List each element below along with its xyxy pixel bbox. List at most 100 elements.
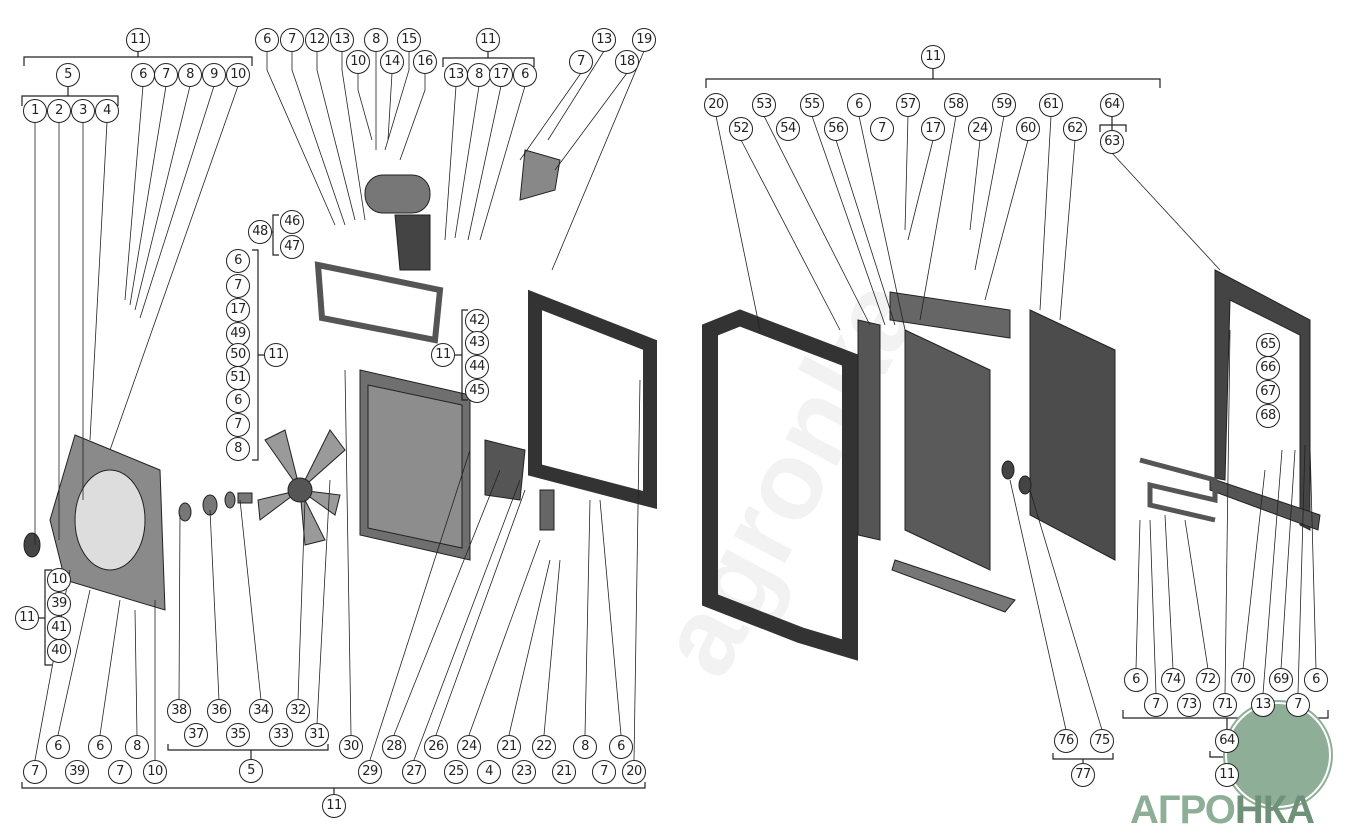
callout-76: 76	[1054, 729, 1078, 753]
hub-parts	[178, 491, 253, 522]
callout-48: 48	[248, 220, 272, 244]
callout-10: 10	[226, 63, 250, 87]
pulley	[23, 532, 41, 558]
callout-20: 20	[622, 760, 646, 784]
callout-45: 45	[465, 379, 489, 403]
callout-36: 36	[207, 699, 231, 723]
callout-6: 6	[131, 63, 155, 87]
callout-49: 49	[226, 322, 250, 346]
callout-26: 26	[424, 735, 448, 759]
callout-38: 38	[167, 699, 191, 723]
callout-52: 52	[729, 117, 753, 141]
callout-5: 5	[239, 759, 263, 783]
callout-7: 7	[108, 760, 132, 784]
callout-50: 50	[226, 343, 250, 367]
callout-11: 11	[431, 343, 455, 367]
callout-4: 4	[95, 99, 119, 123]
callout-54: 54	[776, 117, 800, 141]
oil-cooler-1	[904, 329, 991, 571]
callout-6: 6	[513, 63, 537, 87]
callout-68: 68	[1256, 404, 1280, 428]
callout-17: 17	[226, 298, 250, 322]
callout-65: 65	[1256, 333, 1280, 357]
callout-40: 40	[47, 639, 71, 663]
callout-55: 55	[800, 93, 824, 117]
callout-11: 11	[15, 606, 39, 630]
callout-30: 30	[339, 735, 363, 759]
callout-21: 21	[497, 735, 521, 759]
callout-1: 1	[23, 99, 47, 123]
callout-16: 16	[413, 50, 437, 74]
tube-coil	[1139, 457, 1218, 523]
callout-32: 32	[286, 699, 310, 723]
callout-24: 24	[457, 735, 481, 759]
callout-44: 44	[465, 355, 489, 379]
callout-11: 11	[1215, 763, 1239, 787]
callout-7: 7	[870, 117, 894, 141]
tank-frame	[314, 261, 444, 344]
callout-6: 6	[226, 389, 250, 413]
callout-7: 7	[280, 28, 304, 52]
callout-56: 56	[824, 117, 848, 141]
callout-58: 58	[944, 93, 968, 117]
callout-63: 63	[1100, 130, 1124, 154]
callout-60: 60	[1016, 117, 1040, 141]
callout-9: 9	[202, 63, 226, 87]
callout-29: 29	[358, 760, 382, 784]
tank-bracket	[394, 214, 431, 271]
callout-72: 72	[1196, 668, 1220, 692]
callout-6: 6	[255, 28, 279, 52]
callout-37: 37	[184, 723, 208, 747]
callout-66: 66	[1256, 356, 1280, 380]
callout-3: 3	[71, 99, 95, 123]
callout-7: 7	[23, 760, 47, 784]
callout-10: 10	[143, 760, 167, 784]
callout-5: 5	[56, 63, 80, 87]
callout-6: 6	[226, 249, 250, 273]
callout-10: 10	[47, 568, 71, 592]
callout-4: 4	[477, 760, 501, 784]
callout-24: 24	[968, 117, 992, 141]
callout-43: 43	[465, 331, 489, 355]
callout-33: 33	[269, 723, 293, 747]
callout-13: 13	[330, 28, 354, 52]
callout-8: 8	[364, 28, 388, 52]
callout-8: 8	[178, 63, 202, 87]
callout-21: 21	[552, 760, 576, 784]
callout-6: 6	[609, 735, 633, 759]
callout-31: 31	[305, 723, 329, 747]
callout-7: 7	[569, 50, 593, 74]
callout-18: 18	[615, 50, 639, 74]
callout-64: 64	[1215, 729, 1239, 753]
callout-6: 6	[847, 93, 871, 117]
fan	[257, 429, 346, 546]
leader-lines	[34, 50, 1317, 761]
bottom-plate	[891, 559, 1016, 613]
callout-7: 7	[154, 63, 178, 87]
callout-11: 11	[126, 28, 150, 52]
callout-64: 64	[1100, 93, 1124, 117]
callout-7: 7	[226, 274, 250, 298]
cooler-frame	[702, 309, 858, 661]
callout-61: 61	[1039, 93, 1063, 117]
callout-11: 11	[476, 28, 500, 52]
callout-59: 59	[992, 93, 1016, 117]
callout-25: 25	[444, 760, 468, 784]
callout-8: 8	[467, 63, 491, 87]
callout-12: 12	[305, 28, 329, 52]
callout-27: 27	[402, 760, 426, 784]
callout-62: 62	[1063, 117, 1087, 141]
callout-53: 53	[752, 93, 776, 117]
callout-13: 13	[592, 28, 616, 52]
callout-19: 19	[632, 28, 656, 52]
callout-17: 17	[489, 63, 513, 87]
callout-39: 39	[65, 760, 89, 784]
expansion-tank	[364, 174, 431, 214]
callout-75: 75	[1090, 729, 1114, 753]
agronka-logo: АГРОНКА	[1128, 700, 1348, 834]
callout-28: 28	[382, 735, 406, 759]
callout-47: 47	[280, 235, 304, 259]
callout-6: 6	[1124, 668, 1148, 692]
